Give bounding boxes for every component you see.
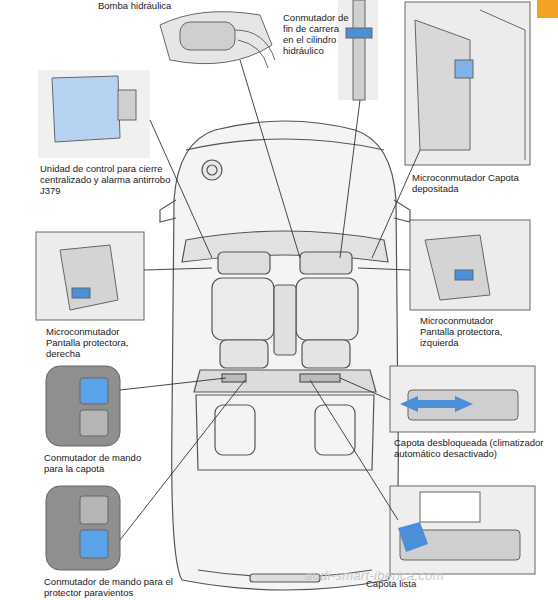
part-label: Microconmutador Pantalla protectora, izq…	[420, 315, 524, 348]
corner-tab	[537, 0, 558, 18]
right-shield-picture	[36, 232, 144, 320]
control-unit-picture	[38, 70, 150, 158]
part-label: Conmutador de mando para el protector pa…	[44, 576, 182, 598]
topright-picture	[405, 2, 530, 165]
hydraulic-pump-picture	[160, 12, 275, 68]
unlocked-picture	[390, 366, 535, 432]
part-label: Unidad de control para cierre centraliza…	[40, 163, 172, 196]
left-shield-picture	[410, 220, 530, 310]
part-label: Microconmutador Capota depositada	[412, 172, 532, 194]
thumbnail-pictures	[36, 0, 535, 574]
part-label: Conmutador de fin de carrera en el cilin…	[283, 12, 349, 56]
part-label: Conmutador de mando para la capota	[44, 452, 148, 474]
roof-ready-picture	[390, 486, 535, 574]
part-label: Microconmutador Pantalla protectora, der…	[46, 326, 150, 359]
leader-lines	[120, 60, 420, 540]
watermark: audi-smart-iberica.com	[305, 568, 505, 583]
part-label: Bomba hidráulica	[98, 0, 208, 11]
deflector-switch-picture	[46, 486, 120, 570]
part-label: Capota desbloqueada (climatizador automá…	[394, 437, 544, 459]
car-body	[160, 121, 410, 590]
roof-switch-picture	[46, 366, 120, 446]
